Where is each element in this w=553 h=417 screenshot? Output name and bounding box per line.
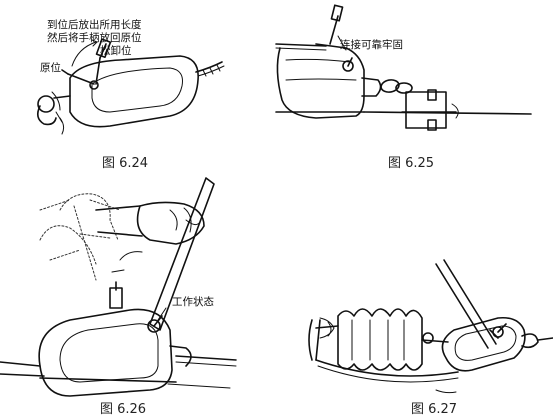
figure-6-24: 到位后放出所用长度 然后将手柄放回原位 松卸位 原位 图 6.24 xyxy=(0,0,276,171)
figure-6-27: 图 6.27 xyxy=(276,170,553,417)
annotation-connection-secure: 连接可靠牢固 xyxy=(340,39,403,51)
annotation-release-instruction-1: 到位后放出所用长度 xyxy=(47,19,142,31)
caption-figure-6-27: 图 6.27 xyxy=(411,402,458,417)
figure-6-25: 连接可靠牢固 图 6.25 xyxy=(275,0,553,171)
annotation-release-position: 松卸位 xyxy=(100,45,132,57)
annotation-original-position: 原位 xyxy=(40,62,61,74)
annotation-working-state: 工作状态 xyxy=(172,296,214,308)
caption-figure-6-25: 图 6.25 xyxy=(388,156,435,171)
winch-working-illustration xyxy=(0,177,237,397)
winch-release-illustration xyxy=(36,38,225,135)
caption-figure-6-24: 图 6.24 xyxy=(102,156,149,171)
figure-6-26: 工作状态 图 6.26 xyxy=(0,170,276,417)
winch-connection-illustration xyxy=(275,4,532,131)
annotation-release-instruction-2: 然后将手柄放回原位 xyxy=(47,32,142,44)
caption-figure-6-26: 图 6.26 xyxy=(100,402,147,417)
insulator-string-illustration xyxy=(308,259,553,394)
